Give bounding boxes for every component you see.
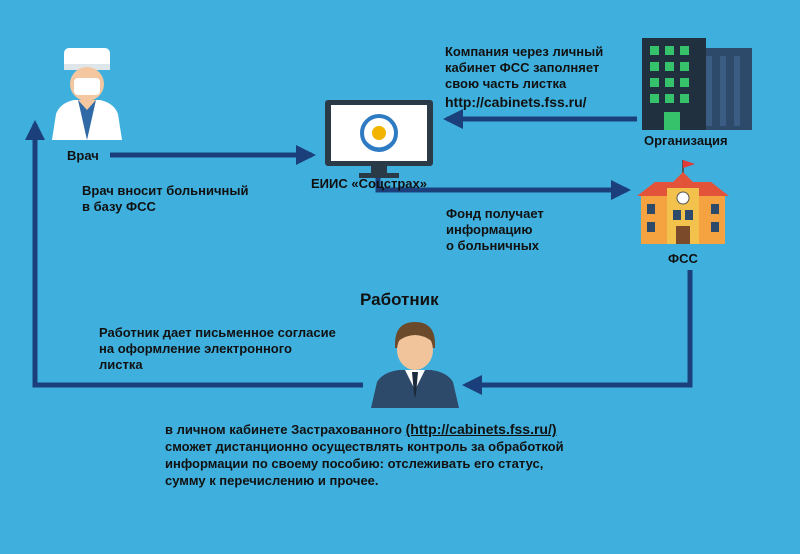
arrow-fund-to-worker [462,270,693,395]
doctor-note: Врач вносит больничный в базу ФСС [82,183,249,214]
fund-note: Фонд получает информацию о больничных [446,206,544,253]
bottom-url-link[interactable]: (http://cabinets.fss.ru/) [405,421,557,437]
office-building-icon [642,38,752,130]
doctor-label: Врач [67,148,99,163]
system-label: ЕИИС «Соцстрах» [311,176,427,191]
worker-note: Работник дает письменное согласие на офо… [99,325,336,372]
arrow-worker-to-doctor [25,120,363,388]
company-note: Компания через личный кабинет ФСС заполн… [445,44,645,110]
bottom-note: в личном кабинете Застрахованного (http:… [165,421,564,488]
school-building-icon [637,160,729,244]
company-url: http://cabinets.fss.ru/ [445,94,587,110]
monitor-icon [325,100,433,178]
worker-title: Работник [360,290,439,309]
doctor-icon [52,48,122,140]
fund-label: ФСС [668,251,698,266]
worker-icon [371,322,459,408]
organization-label: Организация [644,133,728,148]
